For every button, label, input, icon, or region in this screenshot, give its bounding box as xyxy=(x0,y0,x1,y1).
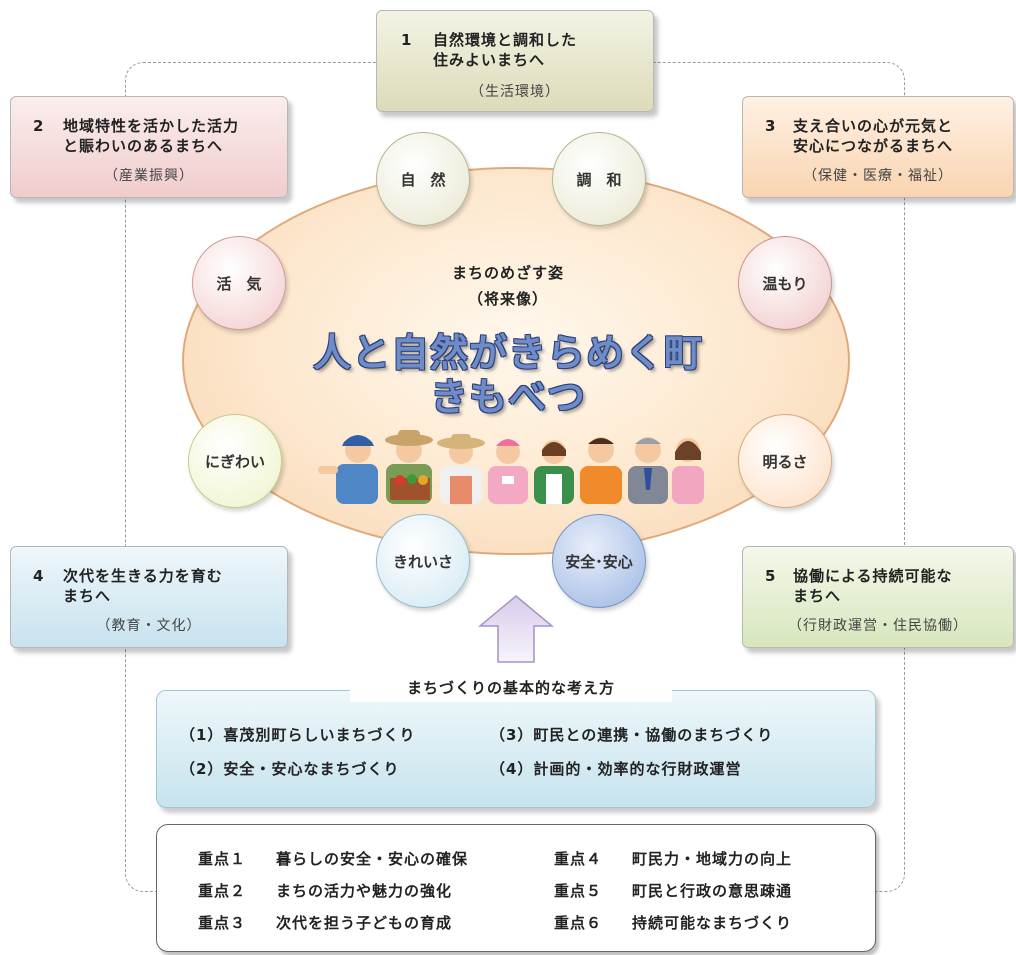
goal-2-heading-line2: と賑わいのあるまちへ xyxy=(63,137,224,155)
principle-item-1: （1）喜茂別町らしいまちづくり xyxy=(180,726,416,744)
goal-4-box: 4 次代を生きる力を育む まちへ （教育・文化） xyxy=(10,546,288,648)
goal-1-number: 1 xyxy=(401,31,412,49)
goal-2-heading-line1: 地域特性を活かした活力 xyxy=(63,117,240,135)
priority-text: 暮らしの安全・安心の確保 xyxy=(276,850,469,868)
goal-5-heading-line2: まちへ xyxy=(793,587,842,605)
goal-2-number: 2 xyxy=(33,117,44,135)
person-farmer-hat xyxy=(385,430,433,504)
goal-5-box: 5 協働による持続可能な まちへ （行財政運営・住民協働） xyxy=(742,546,1014,648)
priority-text: まちの活力や魅力の強化 xyxy=(276,882,453,900)
keyword-circle-brightness: 明るさ xyxy=(738,414,832,508)
vision-label: まちのめざす姿 xyxy=(451,264,564,282)
priority-row-1: 重点１ 暮らしの安全・安心の確保 xyxy=(198,848,468,869)
keyword-circle-nature: 自 然 xyxy=(376,132,470,226)
keyword-circle-warmth: 温もり xyxy=(738,236,832,330)
priority-label: 重点４ xyxy=(554,850,603,868)
priority-row-3: 重点３ 次代を担う子どもの育成 xyxy=(198,912,452,933)
goal-3-heading-line1: 支え合いの心が元気と xyxy=(793,117,954,135)
principle-item-4: （4）計画的・効率的な行財政運営 xyxy=(490,760,742,778)
person-woman-hat xyxy=(437,434,485,504)
principles-box xyxy=(156,690,876,808)
goal-4-subtitle: （教育・文化） xyxy=(96,618,202,634)
goal-4-number: 4 xyxy=(33,567,44,585)
goal-4-heading-line1: 次代を生きる力を育む xyxy=(63,567,223,585)
person-businessman xyxy=(628,437,668,504)
townspeople-illustration xyxy=(318,430,704,504)
goal-3-number: 3 xyxy=(765,117,776,135)
person-nurse xyxy=(488,439,528,504)
goal-5-subtitle: （行財政運営・住民協働） xyxy=(788,618,968,634)
priority-label: 重点２ xyxy=(198,882,247,900)
priority-label: 重点５ xyxy=(554,882,603,900)
person-clerk xyxy=(534,440,574,504)
goal-3-box: 3 支え合いの心が元気と 安心につながるまちへ （保健・医療・福祉） xyxy=(742,96,1014,198)
person-office-woman xyxy=(672,438,704,504)
goal-2-subtitle: （産業振興） xyxy=(104,168,194,184)
priority-row-4: 重点４ 町民力・地域力の向上 xyxy=(554,848,792,869)
priority-label: 重点１ xyxy=(198,850,247,868)
vision-slogan-line1: 人と自然がきらめく町 xyxy=(312,331,703,375)
principle-item-3: （3）町民との連携・協働のまちづくり xyxy=(490,726,774,744)
goal-1-heading-line2: 住みよいまちへ xyxy=(433,51,546,69)
vision-slogan-line2: きもべつ xyxy=(429,375,586,419)
priority-label: 重点３ xyxy=(198,914,247,932)
person-farmer-blue xyxy=(318,435,378,504)
priorities-box xyxy=(156,824,876,952)
goal-1-box: 1 自然環境と調和した 住みよいまちへ （生活環境） xyxy=(376,10,654,112)
keyword-circle-vitality: 活 気 xyxy=(192,236,286,330)
vision-sublabel: （将来像） xyxy=(467,290,548,308)
goal-3-subtitle: （保健・医療・福祉） xyxy=(803,168,953,184)
priority-row-2: 重点２ まちの活力や魅力の強化 xyxy=(198,880,452,901)
priority-text: 持続可能なまちづくり xyxy=(632,914,793,932)
goal-3-heading-line2: 安心につながるまちへ xyxy=(793,137,954,155)
goal-4-heading-line2: まちへ xyxy=(63,587,112,605)
keyword-circle-harmony: 調 和 xyxy=(552,132,646,226)
goal-2-box: 2 地域特性を活かした活力 と賑わいのあるまちへ （産業振興） xyxy=(10,96,288,198)
keyword-circle-safety: 安全･安心 xyxy=(552,514,646,608)
keyword-circle-cleanliness: きれいさ xyxy=(376,514,470,608)
person-shopkeeper xyxy=(580,437,622,504)
up-arrow-icon xyxy=(478,595,554,663)
priority-text: 町民と行政の意思疎通 xyxy=(632,882,793,900)
principles-title: まちづくりの基本的な考え方 xyxy=(350,674,672,702)
priority-row-5: 重点５ 町民と行政の意思疎通 xyxy=(554,880,792,901)
goal-1-subtitle: （生活環境） xyxy=(470,84,560,100)
priority-text: 町民力・地域力の向上 xyxy=(632,850,793,868)
goal-5-heading-line1: 協働による持続可能な xyxy=(793,567,953,585)
keyword-circle-liveliness: にぎわい xyxy=(188,414,282,508)
goal-5-number: 5 xyxy=(765,567,776,585)
priority-row-6: 重点６ 持続可能なまちづくり xyxy=(554,912,792,933)
goal-1-heading-line1: 自然環境と調和した xyxy=(433,31,578,49)
priority-text: 次代を担う子どもの育成 xyxy=(276,914,453,932)
priority-label: 重点６ xyxy=(554,914,603,932)
principle-item-2: （2）安全・安心なまちづくり xyxy=(180,760,400,778)
